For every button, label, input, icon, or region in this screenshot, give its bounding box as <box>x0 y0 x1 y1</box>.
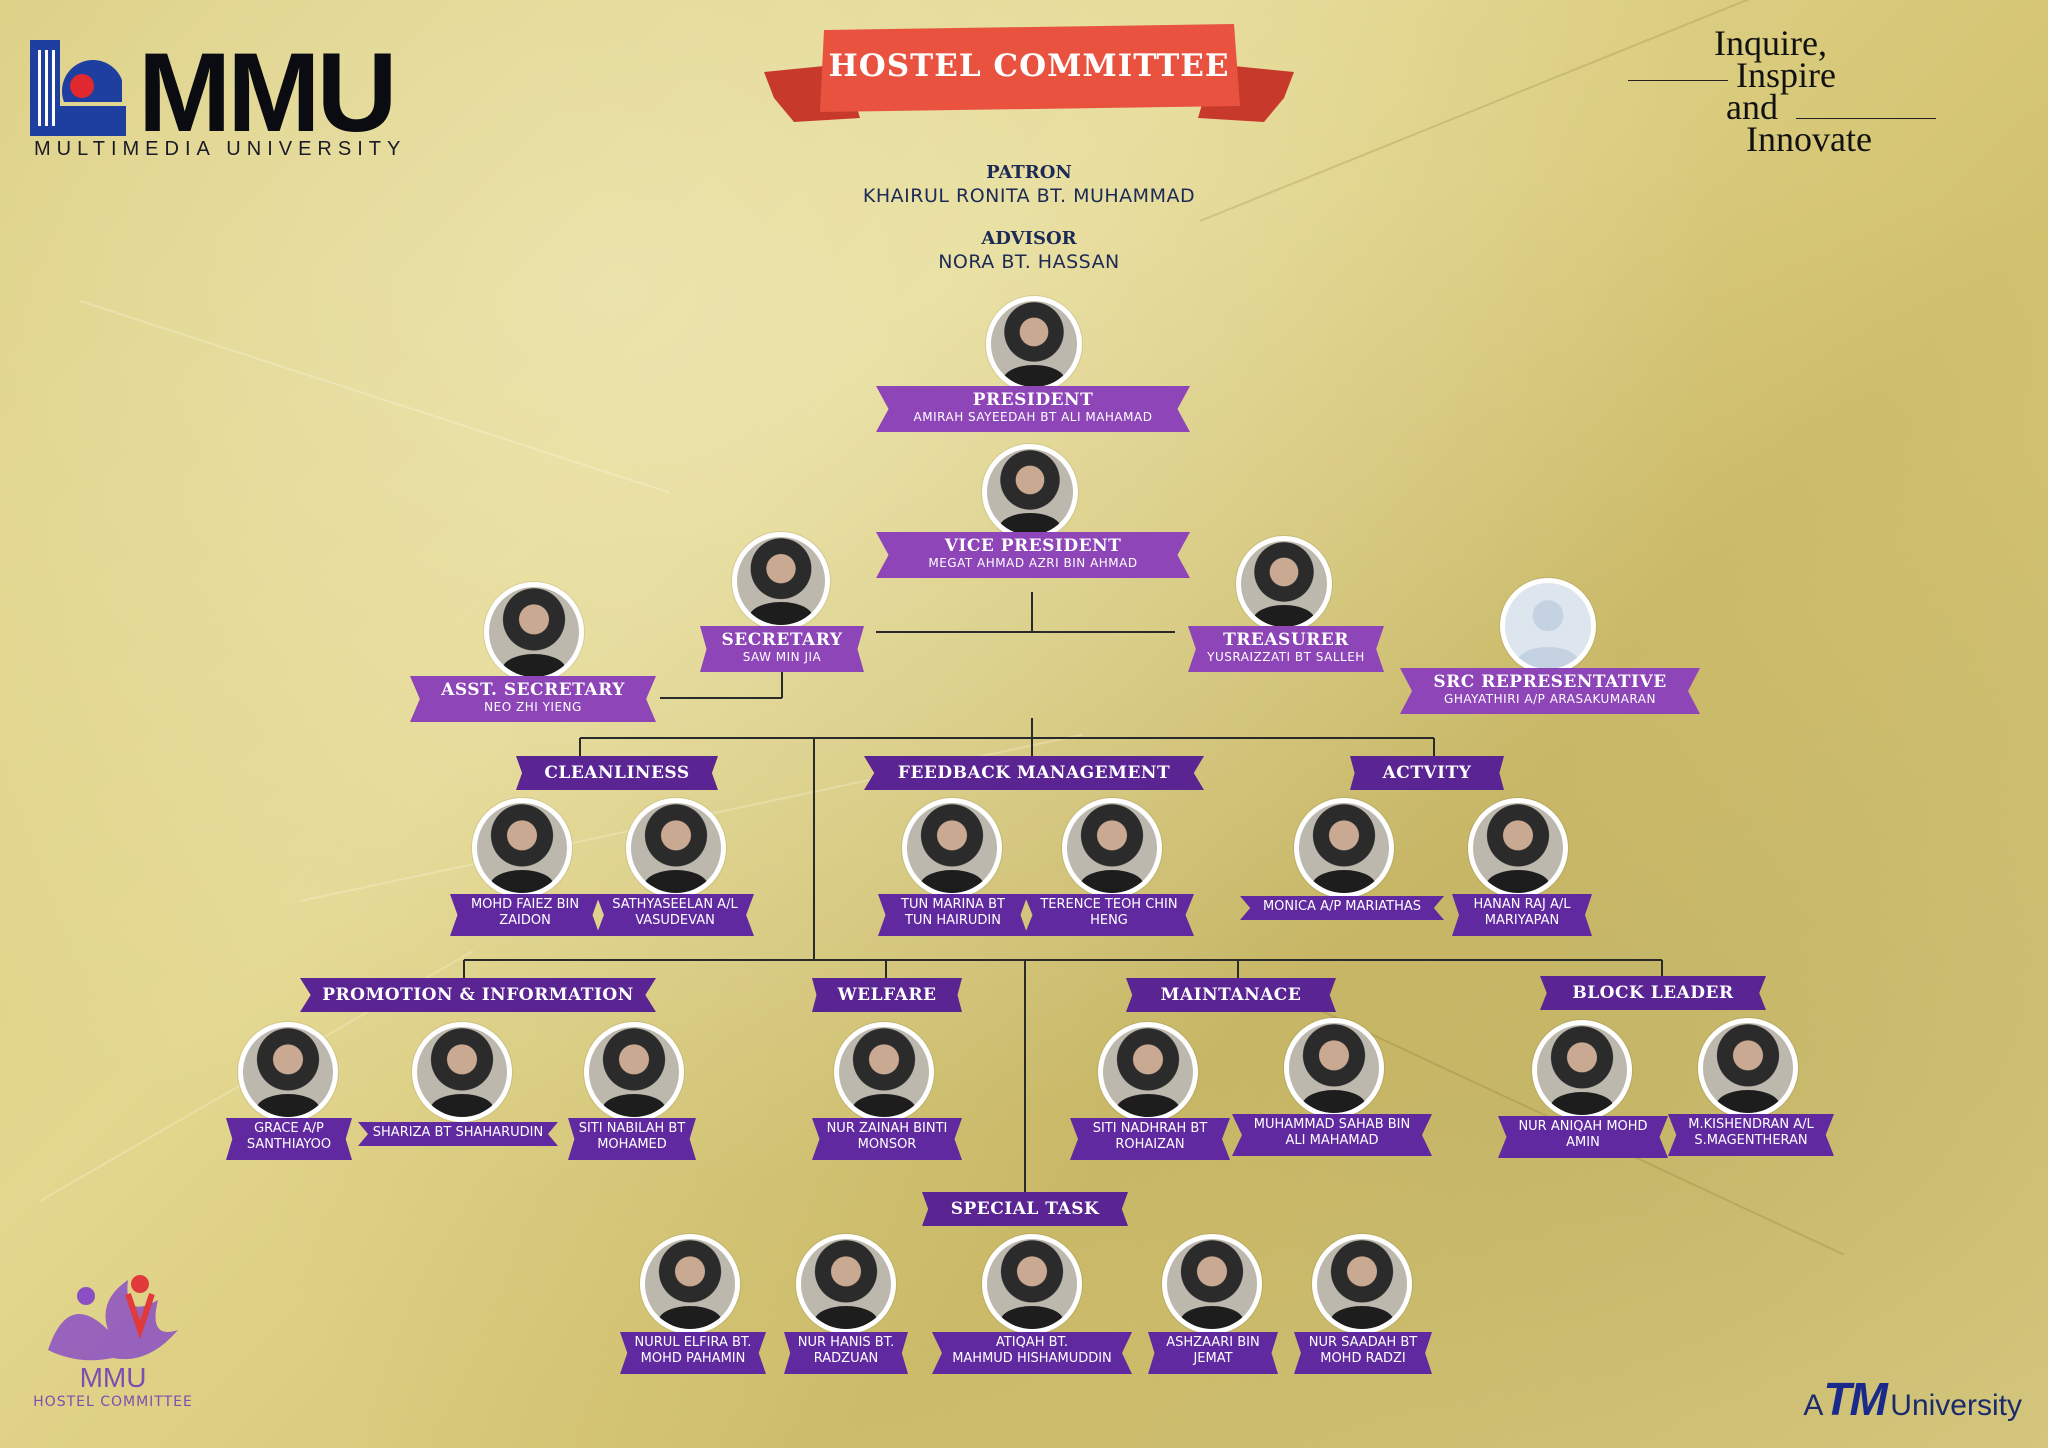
section-maintenance: MAINTANACE <box>1126 978 1336 1012</box>
mmu-emblem-icon <box>30 40 126 136</box>
member-photo <box>902 798 1002 898</box>
treasurer-photo <box>1236 536 1332 632</box>
university-name: MULTIMEDIA UNIVERSITY <box>34 138 407 160</box>
member-name-tag: NURUL ELFIRA BT.MOHD PAHAMIN <box>620 1332 766 1374</box>
motto: Inquire, Inspire and Innovate <box>1628 22 1988 162</box>
motto-line-1: Inquire, <box>1714 23 1827 63</box>
patron-role: PATRON <box>986 162 1072 183</box>
member-photo <box>626 798 726 898</box>
patron-name: KHAIRUL RONITA BT. MUHAMMAD <box>862 185 1196 207</box>
hostel-committee-logo: MMU HOSTEL COMMITTEE <box>28 1270 198 1420</box>
member-photo <box>584 1022 684 1122</box>
member-name-tag: ATIQAH BT.MAHMUD HISHAMUDDIN <box>932 1332 1132 1374</box>
member-name-tag: NUR HANIS BT.RADZUAN <box>784 1332 908 1374</box>
member-photo <box>412 1022 512 1122</box>
member-photo <box>1532 1020 1632 1120</box>
section-feedback-management: FEEDBACK MANAGEMENT <box>864 756 1204 790</box>
asst-secretary-label: ASST. SECRETARY NEO ZHI YIENG <box>410 676 656 722</box>
motto-line-4: Innovate <box>1746 119 1872 159</box>
section-special-task: SPECIAL TASK <box>922 1192 1128 1226</box>
vice-president-photo <box>982 444 1078 540</box>
section-promotion-information: PROMOTION & INFORMATION <box>300 978 656 1012</box>
secretary-label: SECRETARY SAW MIN JIA <box>700 626 864 672</box>
member-photo <box>1698 1018 1798 1118</box>
member-photo <box>1312 1234 1412 1334</box>
src-representative-photo <box>1500 578 1596 674</box>
member-photo <box>472 798 572 898</box>
hostel-committee-emblem-icon <box>48 1275 178 1361</box>
member-photo <box>1162 1234 1262 1334</box>
patron-block: PATRON KHAIRUL RONITA BT. MUHAMMAD <box>764 162 1294 207</box>
motto-line-3: and <box>1726 87 1778 127</box>
tm-wordmark: TM <box>1823 1373 1887 1425</box>
member-photo <box>238 1022 338 1122</box>
asst-secretary-photo <box>484 582 584 682</box>
member-photo <box>1284 1018 1384 1118</box>
title-ribbon: HOSTEL COMMITTEE <box>764 22 1294 128</box>
page-title: HOSTEL COMMITTEE <box>828 48 1230 84</box>
section-block-leader: BLOCK LEADER <box>1540 976 1766 1010</box>
member-photo <box>796 1234 896 1334</box>
mmu-logo: MMU MULTIMEDIA UNIVERSITY <box>30 30 420 163</box>
src-representative-label: SRC REPRESENTATIVE GHAYATHIRI A/P ARASAK… <box>1400 668 1700 714</box>
hc-logo-subtitle: HOSTEL COMMITTEE <box>33 1394 193 1410</box>
section-welfare: WELFARE <box>812 978 962 1012</box>
member-photo <box>1062 798 1162 898</box>
treasurer-label: TREASURER YUSRAIZZATI BT SALLEH <box>1188 626 1384 672</box>
advisor-name: NORA BT. HASSAN <box>938 251 1120 273</box>
advisor-block: ADVISOR NORA BT. HASSAN <box>764 228 1294 273</box>
vice-president-label: VICE PRESIDENT MEGAT AHMAD AZRI BIN AHMA… <box>876 532 1190 578</box>
mmu-wordmark: MMU <box>138 30 397 155</box>
tm-university-logo: ATM University <box>1803 1373 2022 1425</box>
member-photo <box>982 1234 1082 1334</box>
member-photo <box>1098 1022 1198 1122</box>
member-photo <box>640 1234 740 1334</box>
president-label: PRESIDENT AMIRAH SAYEEDAH BT ALI MAHAMAD <box>876 386 1190 432</box>
member-photo <box>834 1022 934 1122</box>
member-name-tag: SHARIZA BT SHAHARUDIN <box>358 1122 558 1146</box>
member-photo <box>1468 798 1568 898</box>
member-photo <box>1294 798 1394 898</box>
hc-logo-title: MMU <box>79 1362 147 1393</box>
secretary-photo <box>732 532 830 630</box>
advisor-role: ADVISOR <box>981 228 1077 249</box>
section-cleanliness: CLEANLINESS <box>516 756 718 790</box>
section-activity: ACTVITY <box>1350 756 1504 790</box>
president-photo <box>986 296 1082 392</box>
member-name-tag: MONICA A/P MARIATHAS <box>1240 896 1444 920</box>
motto-line-2: Inspire <box>1736 55 1836 95</box>
